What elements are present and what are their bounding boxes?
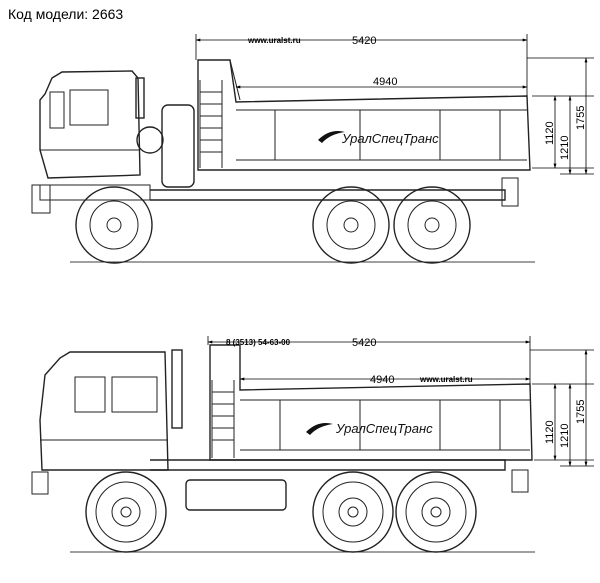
dim-h1-bottom: 1120 xyxy=(544,420,556,444)
logo-text-bottom: УралСпецТранс xyxy=(335,421,433,436)
dim-h1-top: 1120 xyxy=(544,121,556,145)
dim-h3-top: 1755 xyxy=(575,106,587,130)
site-label-bottom: www.uralst.ru xyxy=(419,375,473,384)
logo-text-top: УралСпецТранс xyxy=(341,131,439,146)
wheel-mid-bottom xyxy=(312,471,394,553)
dim-body-bottom: 4940 xyxy=(370,374,394,386)
truck-top: УралСпецТранс www.uralst.ru 5420 4940 11… xyxy=(31,34,594,264)
wheel-mid-top xyxy=(312,186,390,264)
dim-total-bottom: 5420 xyxy=(352,337,376,349)
company-logo-top: УралСпецТранс xyxy=(318,131,439,146)
truck-bottom: УралСпецТранс 8 (3513) 54-63-00 5420 494… xyxy=(31,336,594,553)
wheel-rear-top xyxy=(393,186,471,264)
dim-total-top: 5420 xyxy=(352,35,376,47)
phone-label-bottom: 8 (3513) 54-63-00 xyxy=(226,338,291,347)
dim-h3-bottom: 1755 xyxy=(575,400,587,424)
site-label-top: www.uralst.ru xyxy=(247,36,301,45)
company-logo-bottom: УралСпецТранс xyxy=(306,421,433,436)
wheel-rear-bottom xyxy=(395,471,477,553)
wheel-front-top xyxy=(75,186,153,264)
dim-h2-top: 1210 xyxy=(559,136,571,160)
dim-body-top: 4940 xyxy=(373,76,397,88)
dim-h2-bottom: 1210 xyxy=(559,424,571,448)
wheel-front-bottom xyxy=(85,471,167,553)
model-label: Код модели: 2663 xyxy=(8,6,124,22)
